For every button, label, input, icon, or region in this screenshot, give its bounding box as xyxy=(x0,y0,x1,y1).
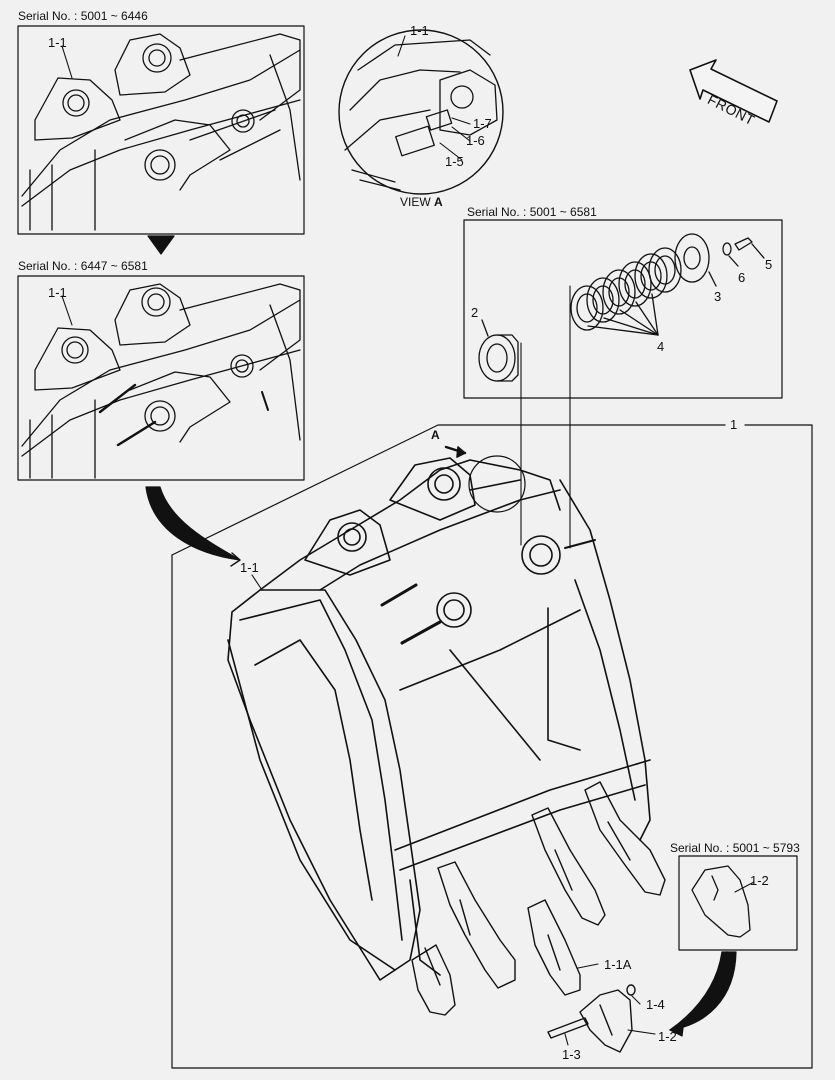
inset-tip-detail xyxy=(691,865,751,938)
view-a-label: VIEW A xyxy=(400,196,443,208)
callout-main-1-1: 1-1 xyxy=(240,560,259,575)
view-a-circle xyxy=(338,29,504,195)
callout-view-1-6: 1-6 xyxy=(466,133,485,148)
pin-parts-detail xyxy=(478,233,765,382)
serial-bottom-right: Serial No. : 5001 ~ 5793 xyxy=(670,841,800,855)
callout-inset-1-2: 1-2 xyxy=(750,873,769,888)
main-frame xyxy=(171,424,813,1069)
callout-mid-left-1-1: 1-1 xyxy=(48,285,67,300)
callout-view-1-1: 1-1 xyxy=(410,23,429,38)
callout-part-2: 2 xyxy=(471,305,479,320)
callout-view-1-7: 1-7 xyxy=(473,116,492,131)
callout-pin-1-3: 1-3 xyxy=(562,1047,581,1062)
serial-mid-right: Serial No. : 5001 ~ 6581 xyxy=(467,205,597,219)
bucket-teeth xyxy=(411,781,666,1053)
callout-pin-1-4: 1-4 xyxy=(646,997,665,1012)
callout-top-left-1-1: 1-1 xyxy=(48,35,67,50)
callout-tooth-1-1a: 1-1A xyxy=(604,957,632,972)
inset-frame-mid-left xyxy=(17,275,305,481)
serial-top-left: Serial No. : 5001 ~ 6446 xyxy=(18,9,148,23)
front-arrow-icon xyxy=(689,59,778,123)
top-left-bucket-detail xyxy=(21,33,301,231)
serial-mid-left: Serial No. : 6447 ~ 6581 xyxy=(18,259,148,273)
view-arrow-letter: A xyxy=(431,428,440,442)
inset-frame-top-left xyxy=(17,25,305,235)
callout-view-1-5: 1-5 xyxy=(445,154,464,169)
inset-frame-mid-right xyxy=(463,219,783,399)
callout-part-3: 3 xyxy=(714,289,722,304)
mid-left-bucket-detail xyxy=(21,283,301,479)
callout-part-5: 5 xyxy=(765,257,773,272)
callout-main-1: 1 xyxy=(730,417,738,432)
inset-frame-bottom-right xyxy=(678,855,798,951)
main-bucket xyxy=(227,445,651,981)
down-arrow-icon xyxy=(147,235,175,255)
view-a-prefix: VIEW xyxy=(400,195,435,209)
callout-tip-1-2: 1-2 xyxy=(658,1029,677,1044)
callout-part-6: 6 xyxy=(738,270,746,285)
view-a-detail xyxy=(344,39,498,191)
callout-part-4: 4 xyxy=(657,339,665,354)
view-a-letter: A xyxy=(434,195,443,209)
